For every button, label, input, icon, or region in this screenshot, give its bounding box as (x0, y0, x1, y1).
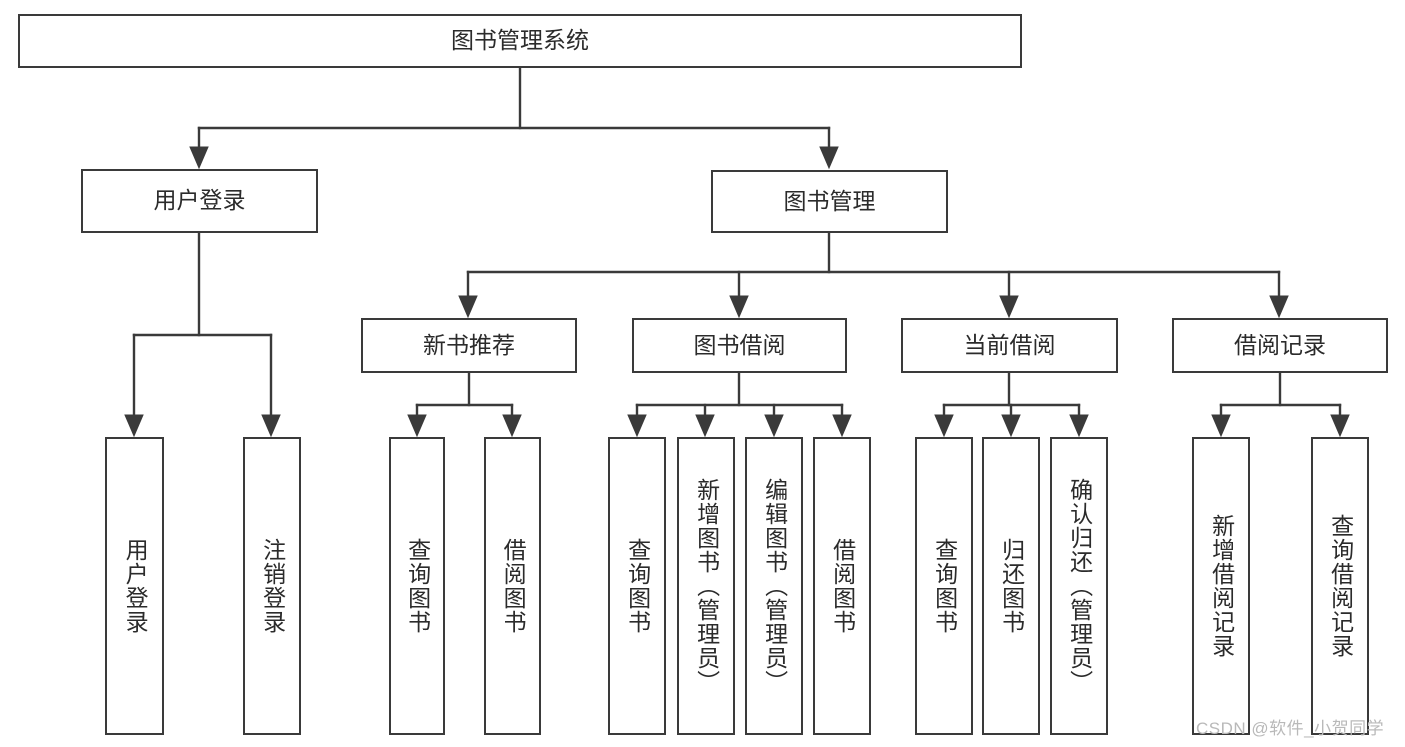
arrowhead (934, 414, 954, 438)
node-leaf-brw-1[interactable]: 查询图书 (608, 437, 666, 735)
node-label: 借阅记录 (1234, 331, 1326, 358)
node-leaf-login-2[interactable]: 注销登录 (243, 437, 301, 735)
node-label: 查询借阅记录 (1327, 514, 1354, 658)
node-label: 借阅图书 (829, 538, 856, 634)
node-label: 查询图书 (931, 538, 958, 634)
node-leaf-new-1[interactable]: 查询图书 (389, 437, 445, 735)
arrowhead (502, 414, 522, 438)
node-leaf-rec-2[interactable]: 查询借阅记录 (1311, 437, 1369, 735)
node-label: 查询图书 (404, 538, 431, 634)
node-label: 图书管理系统 (451, 27, 589, 54)
arrowhead (1211, 414, 1231, 438)
node-leaf-brw-2[interactable]: 新增图书（管理员） (677, 437, 735, 735)
arrowhead (819, 146, 839, 170)
arrowhead (407, 414, 427, 438)
node-label: 用户登录 (122, 538, 149, 634)
arrowhead (1069, 414, 1089, 438)
node-label: 新书推荐 (423, 331, 515, 358)
node-label: 新增借阅记录 (1208, 514, 1235, 658)
arrowhead (261, 414, 281, 438)
arrowhead (627, 414, 647, 438)
arrowhead (1330, 414, 1350, 438)
arrowhead (729, 295, 749, 319)
arrowhead (458, 295, 478, 319)
arrowhead (695, 414, 715, 438)
node-leaf-cur-1[interactable]: 查询图书 (915, 437, 973, 735)
node-label: 归还图书 (998, 538, 1025, 634)
node-label: 注销登录 (259, 538, 286, 634)
arrowhead (999, 295, 1019, 319)
arrowhead (832, 414, 852, 438)
node-leaf-new-2[interactable]: 借阅图书 (484, 437, 541, 735)
arrowhead (1269, 295, 1289, 319)
node-label: 查询图书 (624, 538, 651, 634)
node-borrow[interactable]: 图书借阅 (632, 318, 847, 373)
node-root[interactable]: 图书管理系统 (18, 14, 1022, 68)
arrowhead (1001, 414, 1021, 438)
node-leaf-brw-3[interactable]: 编辑图书（管理员） (745, 437, 803, 735)
node-bookmgmt[interactable]: 图书管理 (711, 170, 948, 233)
node-records[interactable]: 借阅记录 (1172, 318, 1388, 373)
node-login[interactable]: 用户登录 (81, 169, 318, 233)
node-label: 新增图书（管理员） (693, 478, 720, 694)
node-label: 借阅图书 (500, 538, 527, 634)
watermark-text: CSDN @软件_小贺同学 (1196, 719, 1385, 738)
node-leaf-brw-4[interactable]: 借阅图书 (813, 437, 871, 735)
node-label: 图书管理 (783, 187, 876, 214)
node-leaf-cur-3[interactable]: 确认归还（管理员） (1050, 437, 1108, 735)
arrowhead (764, 414, 784, 438)
node-label: 当前借阅 (963, 331, 1056, 358)
node-label: 编辑图书（管理员） (761, 478, 788, 694)
node-newbook[interactable]: 新书推荐 (361, 318, 577, 373)
node-leaf-rec-1[interactable]: 新增借阅记录 (1192, 437, 1250, 735)
node-label: 图书借阅 (693, 331, 786, 358)
node-label: 确认归还（管理员） (1066, 478, 1093, 694)
arrowhead (189, 146, 209, 170)
node-leaf-cur-2[interactable]: 归还图书 (982, 437, 1040, 735)
arrowhead (124, 414, 144, 438)
node-current[interactable]: 当前借阅 (901, 318, 1118, 373)
node-label: 用户登录 (153, 187, 246, 214)
node-leaf-login-1[interactable]: 用户登录 (105, 437, 164, 735)
